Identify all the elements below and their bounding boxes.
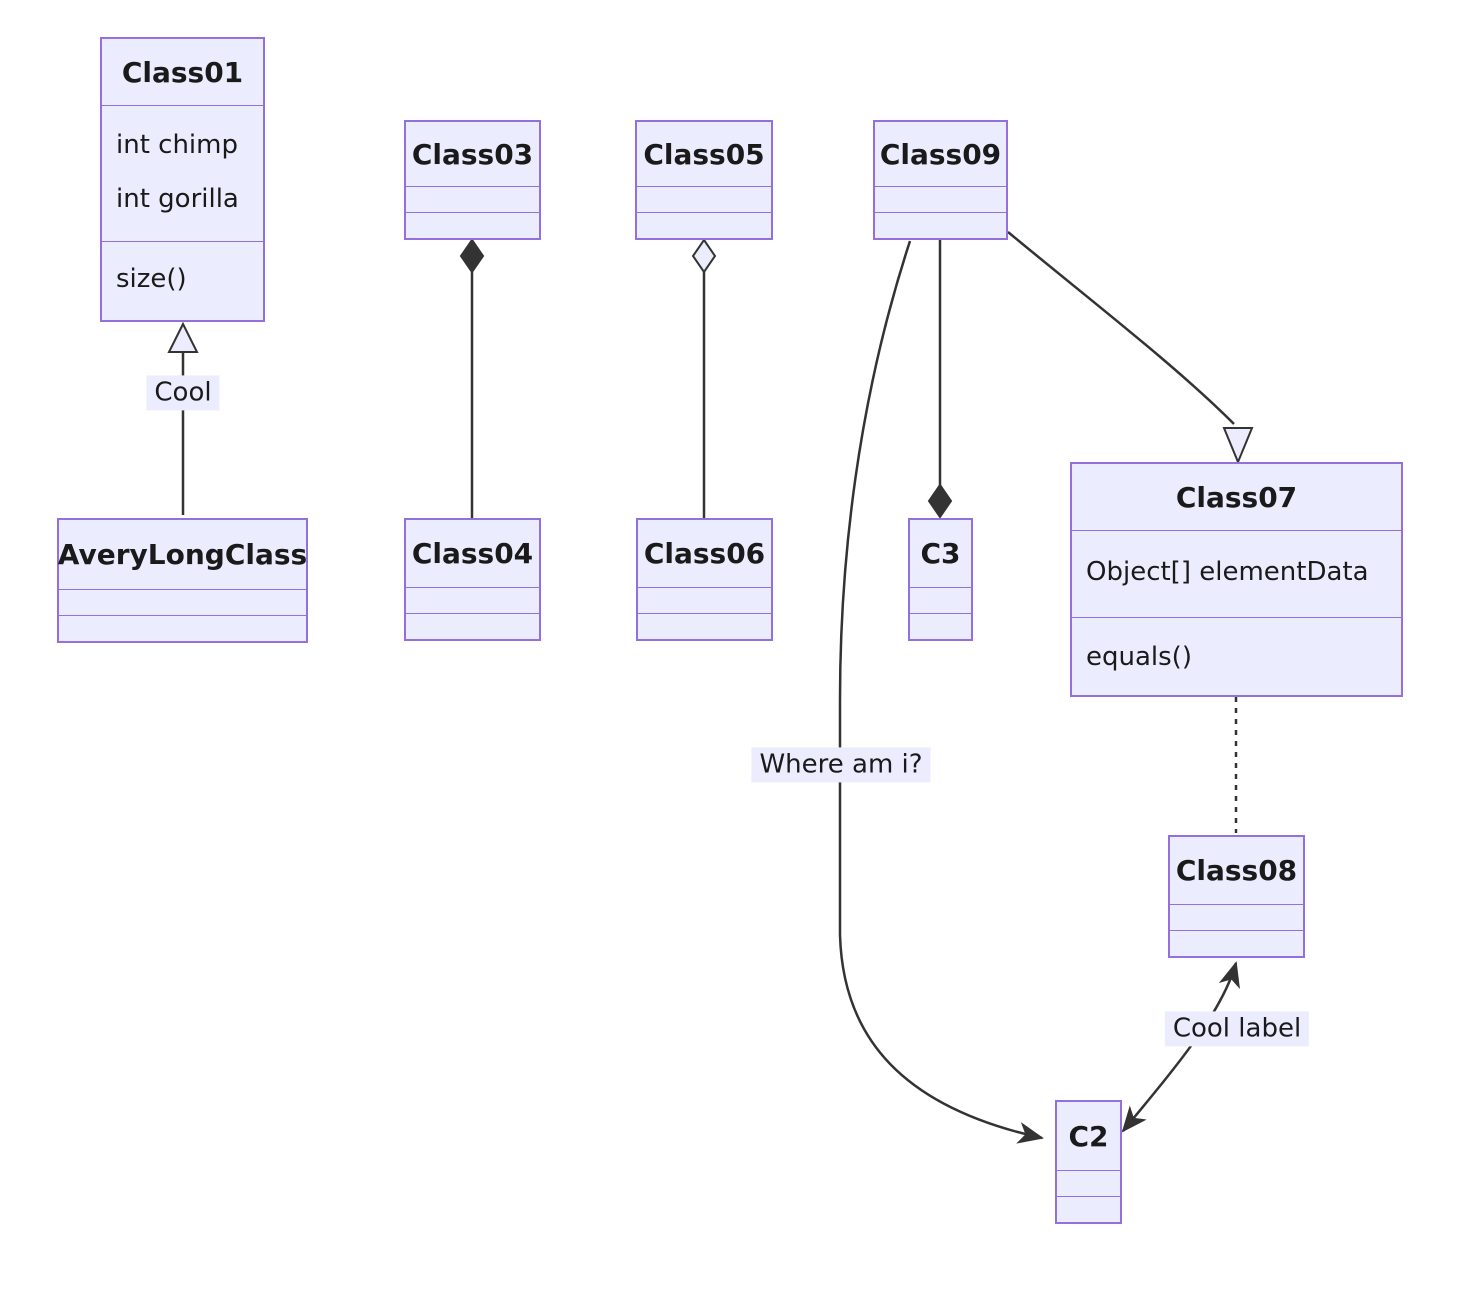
edge-label-cool-label: Cool label (1164, 1011, 1310, 1047)
class-node-class06: Class06 (636, 518, 773, 641)
class05-methods-compartment (637, 212, 771, 238)
class-title-class01: Class01 (121, 55, 244, 89)
class01-attributes-compartment: int chimp int gorilla (102, 105, 263, 241)
class-node-class05: Class05 (635, 120, 773, 240)
class09-attributes-compartment (875, 186, 1006, 212)
aggregation-diamond-class05-icon (691, 238, 717, 274)
averylongclass-attributes-compartment (59, 589, 306, 615)
class07-methods-compartment: equals() (1072, 617, 1401, 695)
class-node-class03: Class03 (404, 120, 541, 240)
edge-class08-c2 (1121, 961, 1240, 1133)
class-title-class04: Class04 (411, 537, 534, 570)
c3-attributes-compartment (910, 587, 971, 613)
class-node-class09: Class09 (873, 120, 1008, 240)
class04-methods-compartment (406, 613, 539, 639)
class-node-averylongclass: AveryLongClass (57, 518, 308, 643)
class05-attributes-compartment (637, 186, 771, 212)
class-title-class05: Class05 (643, 137, 765, 171)
class-title-c3: C3 (920, 537, 961, 570)
class07-attributes-compartment: Object[] elementData (1072, 530, 1401, 617)
c2-attributes-compartment (1057, 1170, 1120, 1196)
class-title-class07: Class07 (1175, 480, 1298, 514)
class08-methods-compartment (1170, 930, 1303, 956)
c3-methods-compartment (910, 613, 971, 639)
class09-methods-compartment (875, 212, 1006, 238)
class-node-class08: Class08 (1168, 835, 1305, 958)
class-node-c2: C2 (1055, 1100, 1122, 1224)
attribute-row: int gorilla (116, 184, 239, 214)
class06-attributes-compartment (638, 587, 771, 613)
class-title-class06: Class06 (643, 537, 766, 570)
class-node-class01: Class01 int chimp int gorilla size() (100, 37, 265, 322)
attribute-row: Object[] elementData (1086, 557, 1369, 587)
class-title-class03: Class03 (411, 137, 534, 171)
class06-methods-compartment (638, 613, 771, 639)
edge-label-cool: Cool (146, 375, 220, 411)
class-node-class04: Class04 (404, 518, 541, 641)
composition-diamond-c3-icon (927, 483, 953, 519)
class-node-c3: C3 (908, 518, 973, 641)
class-title-class09: Class09 (879, 137, 1002, 171)
class03-attributes-compartment (406, 186, 539, 212)
edge-class09-c2 (838, 240, 1044, 1144)
class01-methods-compartment: size() (102, 241, 263, 320)
attribute-row: int chimp (116, 130, 238, 160)
method-row: equals() (1086, 642, 1192, 672)
class-title-class08: Class08 (1175, 854, 1298, 887)
class03-methods-compartment (406, 212, 539, 238)
class08-attributes-compartment (1170, 904, 1303, 930)
class-title-c2: C2 (1068, 1119, 1109, 1153)
class04-attributes-compartment (406, 587, 539, 613)
edge-class09-class07 (1007, 231, 1235, 425)
inheritance-triangle-class01-icon (167, 321, 199, 353)
class-node-class07: Class07 Object[] elementData equals() (1070, 462, 1403, 697)
edge-label-where-am-i: Where am i? (751, 747, 931, 783)
composition-diamond-class03-icon (459, 238, 485, 274)
averylongclass-methods-compartment (59, 615, 306, 641)
class-title-averylongclass: AveryLongClass (57, 538, 308, 571)
inheritance-triangle-class07-icon (1222, 427, 1254, 465)
c2-methods-compartment (1057, 1196, 1120, 1222)
method-row: size() (116, 264, 187, 294)
